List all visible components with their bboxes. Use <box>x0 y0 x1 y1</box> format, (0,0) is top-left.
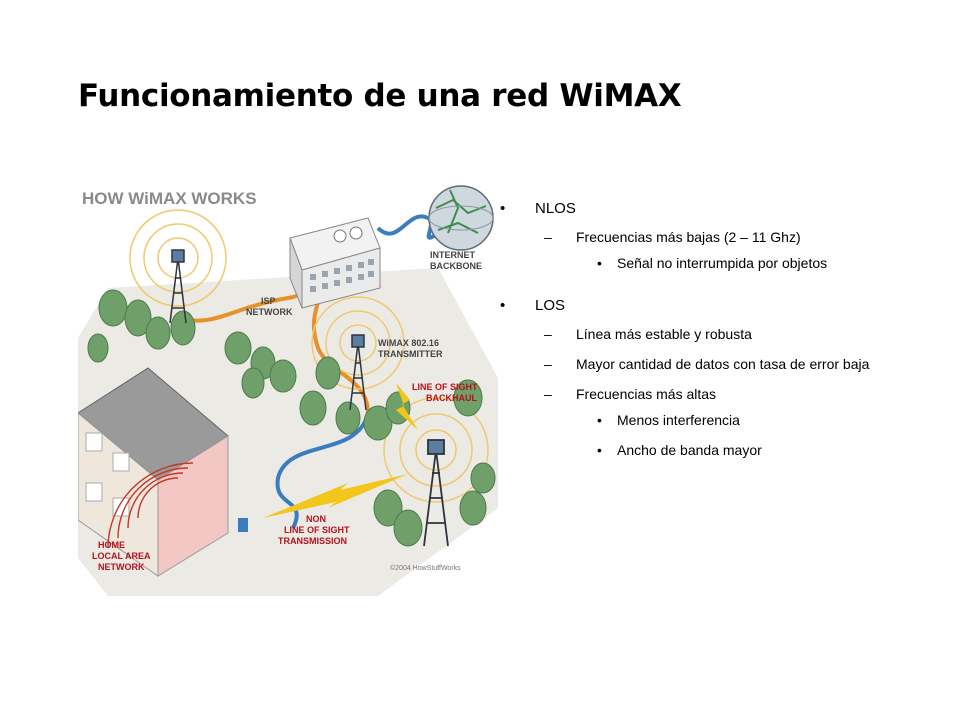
nlos-label-3: TRANSMISSION <box>278 536 347 546</box>
sub-sub-bullet: Ancho de banda mayor <box>535 440 918 460</box>
internet-cable <box>376 214 440 240</box>
home-label-2: LOCAL AREA <box>92 551 151 561</box>
isp-building <box>289 217 381 309</box>
los-label-1: LINE OF SIGHT <box>412 382 478 392</box>
bullet-los: LOS Línea más estable y robusta Mayor ca… <box>498 297 918 460</box>
tower-2 <box>349 334 367 411</box>
nlos-label-2: LINE OF SIGHT <box>284 525 350 535</box>
internet-label-2: BACKBONE <box>430 261 482 271</box>
bullet-nlos-text: NLOS <box>535 200 576 217</box>
sub-bullet-text: Frecuencias más bajas (2 – 11 Ghz) <box>576 229 801 245</box>
nlos-label-1: NON <box>306 514 326 524</box>
tower-3-rings <box>383 397 489 503</box>
isp-label-2: NETWORK <box>246 307 293 317</box>
internet-globe <box>428 185 494 251</box>
tower-1 <box>169 249 187 324</box>
illustration-heading: HOW WiMAX WORKS <box>82 189 257 208</box>
los-lightning <box>396 383 418 430</box>
los-label-2: BACKHAUL <box>426 393 477 403</box>
tower-1-rings <box>129 209 227 307</box>
slide-title: Funcionamiento de una red WiMAX <box>78 78 682 114</box>
home-signal-arcs <box>107 462 194 549</box>
internet-label-1: INTERNET <box>430 250 476 260</box>
nlos-lightning <box>263 474 408 518</box>
sub-bullet: Frecuencias más bajas (2 – 11 Ghz) Señal… <box>535 227 918 273</box>
tower-2-rings <box>311 296 405 390</box>
bullet-list: NLOS Frecuencias más bajas (2 – 11 Ghz) … <box>498 200 918 470</box>
sub-sub-bullet: Menos interferencia <box>535 410 918 430</box>
trees <box>87 289 496 547</box>
copyright-label: ©2004 HowStuffWorks <box>390 564 461 572</box>
sub-bullet: Frecuencias más altas Menos interferenci… <box>535 384 918 460</box>
wimax-label-2: TRANSMITTER <box>378 349 443 359</box>
home-label-1: HOME <box>98 540 125 550</box>
wimax-illustration: HOW WiMAX WORKS <box>78 178 498 596</box>
bullet-los-text: LOS <box>535 297 566 314</box>
home-label-3: NETWORK <box>98 562 145 572</box>
isp-label-1: ISP <box>261 296 276 306</box>
bullet-nlos: NLOS Frecuencias más bajas (2 – 11 Ghz) … <box>498 200 918 273</box>
sub-bullet-text: Frecuencias más altas <box>576 386 717 402</box>
wimax-label-1: WiMAX 802.16 <box>378 338 439 348</box>
sub-bullet: Mayor cantidad de datos con tasa de erro… <box>535 354 918 374</box>
sub-sub-bullet: Señal no interrumpida por objetos <box>535 253 918 273</box>
tower-3 <box>423 439 449 547</box>
sub-bullet: Línea más estable y robusta <box>535 324 918 344</box>
